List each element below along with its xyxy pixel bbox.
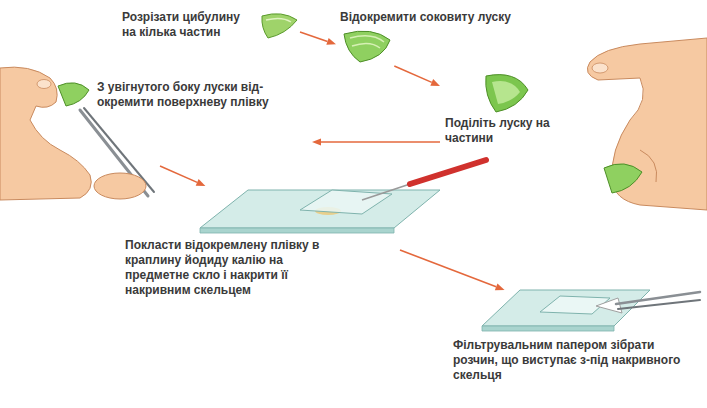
arrow-connector [312, 138, 440, 145]
filter-paper [596, 298, 622, 313]
onion-scale [486, 75, 528, 112]
tweezers [618, 300, 700, 309]
arrow-connector [400, 250, 505, 290]
glass-slide-edge [200, 228, 394, 233]
cover-slip [300, 190, 392, 214]
arrowhead [196, 179, 206, 186]
step-text: Фільтрувальним папером зібрати розчин, щ… [453, 338, 693, 383]
arrow-line [160, 166, 197, 182]
needle-handle [410, 160, 486, 184]
arrowhead [326, 38, 336, 45]
step-node: Поділіть луску на частини [440, 70, 555, 150]
needle [362, 184, 410, 200]
step-node: Фільтрувальним папером зібрати розчин, щ… [450, 290, 698, 398]
step-node: З увігнутого боку луски від- окремити по… [8, 76, 312, 166]
arrow-line [300, 32, 327, 41]
arrow-connector [160, 166, 205, 186]
scale-vein [352, 43, 380, 48]
step-text: Покласти відокремлену плівку в краплину … [125, 238, 330, 298]
arrow-connector [394, 66, 440, 86]
step-text: З увігнутого боку луски від- окремити по… [97, 80, 309, 110]
onion-scale-piece [604, 164, 642, 193]
finger-line [640, 150, 657, 182]
onion-layer [266, 18, 291, 22]
scale-inner [492, 81, 520, 104]
arrow-line [394, 66, 431, 82]
step-node: Покласти відокремлену плівку в краплину … [122, 186, 400, 314]
arrowhead [430, 79, 440, 86]
arrowhead [312, 138, 321, 145]
scale-vein [350, 36, 384, 42]
glass-slide-edge [482, 326, 614, 331]
arrow-connector [300, 32, 336, 45]
glass-slide [200, 190, 440, 228]
step-node: Відокремити соковиту луску [336, 4, 552, 66]
fingernail [37, 80, 51, 89]
arrow-line [321, 141, 440, 143]
onion-piece [262, 14, 297, 38]
hand [587, 38, 707, 210]
arrow-line [400, 250, 496, 287]
step-text: Поділіть луску на частини [445, 116, 553, 146]
onion-scale [344, 31, 390, 62]
fingernail [592, 63, 608, 73]
arrowhead [495, 283, 505, 290]
step-node: Розрізати цибулину на кілька частин [118, 4, 300, 44]
step-text: Розрізати цибулину на кілька частин [122, 10, 256, 40]
onion-film [58, 83, 89, 106]
hand [0, 67, 91, 200]
fingers [94, 173, 146, 199]
step-text: Відокремити соковиту луску [340, 10, 548, 25]
